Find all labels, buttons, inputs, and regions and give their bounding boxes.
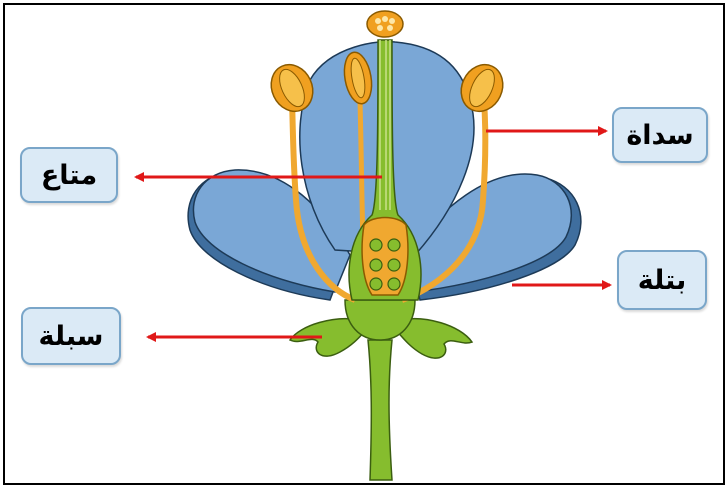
label-stamen-text: سداة — [626, 120, 693, 151]
label-sepal: سبلة — [21, 307, 121, 365]
label-petal-text: بتلة — [638, 265, 687, 296]
label-petal: بتلة — [617, 250, 707, 310]
stem — [368, 340, 392, 480]
stigma — [367, 11, 403, 37]
label-sepal-text: سبلة — [39, 321, 104, 352]
label-stamen: سداة — [612, 107, 708, 163]
label-pistil: متاع — [20, 147, 118, 203]
label-pistil-text: متاع — [41, 160, 97, 191]
